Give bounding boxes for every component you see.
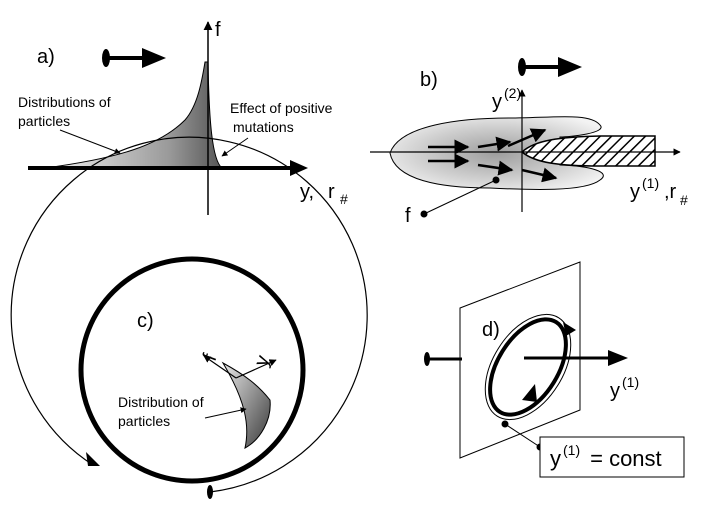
direction-arrowhead-b: [558, 57, 582, 77]
distribution-label-a-line1: Distributions of: [18, 94, 111, 110]
effect-label-a-line1: Effect of positive: [230, 100, 333, 116]
axis-arrowhead-d: [608, 350, 628, 366]
hatched-region-b: [520, 135, 656, 167]
axis-vertical-sup-b: (2): [504, 85, 521, 101]
distribution-wedge-c: [221, 361, 271, 449]
f-leader-end-b: [420, 210, 428, 218]
const-box-d: [539, 436, 685, 478]
axis-f-label-a: f: [215, 19, 221, 41]
distribution-label-c-line1: Distribution of: [118, 394, 204, 410]
const-label-rest-d: = const: [584, 446, 662, 471]
ring-inner-d: [488, 317, 568, 417]
f-label-c: f: [199, 351, 222, 364]
panel-c-label: c): [137, 310, 154, 332]
const-label-sup-d: (1): [563, 442, 580, 458]
axis-horizontal-sub-b: #: [680, 192, 688, 208]
f-label-b: f: [405, 205, 411, 227]
panel-c: c) f y Distribution of particles: [10, 136, 368, 499]
axis-horizontal-label-r-b: ,r: [664, 181, 677, 203]
axis-horizontal-sup-b: (1): [642, 175, 659, 191]
axis-x-label-sub-a: #: [340, 191, 348, 207]
panel-b-label: b): [420, 69, 438, 91]
axis-y-arrowhead-a: [290, 160, 308, 176]
ring-arrowhead-top-d: [563, 322, 576, 336]
effect-pointer-a: [221, 137, 249, 157]
axis-x-label-a: y,: [300, 181, 314, 203]
distribution-label-a-line2: particles: [18, 113, 70, 129]
axis-y-c: [235, 359, 277, 379]
effect-label-a-line2: mutations: [233, 119, 294, 135]
axis-f-c: [203, 355, 237, 379]
direction-arrowhead-a: [142, 48, 166, 68]
panel-d: d) y (1) y (1) = const: [424, 261, 685, 478]
rotation-tail-c: [207, 485, 213, 499]
main-circle-c: [78, 256, 306, 484]
distribution-pointer-c: [204, 407, 247, 419]
panel-a: a) f y, r # Distributions of particles E…: [18, 19, 348, 215]
panel-b: b) y (2) y (1) ,r # f: [370, 57, 688, 227]
axis-sup-d: (1): [622, 374, 639, 390]
rotation-ring-c: [10, 136, 368, 493]
ring-outer-d: [484, 313, 572, 421]
ring-arrowhead-bottom-d: [522, 384, 537, 402]
const-leader-d: [504, 423, 541, 448]
const-label-y-d: y: [550, 446, 561, 471]
panel-d-label: d): [482, 319, 500, 341]
axis-label-d: y: [610, 380, 620, 402]
y-label-c: y: [250, 353, 274, 370]
distribution-pointer-a: [59, 129, 121, 154]
flow-arrows-b: [428, 128, 558, 183]
panel-a-label: a): [37, 46, 55, 68]
axis-x-label-r-a: r: [328, 181, 335, 203]
f-leader-b: [423, 179, 497, 215]
distribution-curve-a: [44, 61, 224, 169]
axis-vertical-label-b: y: [492, 91, 502, 113]
axis-horizontal-label-b: y: [630, 181, 640, 203]
distribution-label-c-line2: particles: [118, 413, 170, 429]
rotation-arrowhead-c: [86, 452, 100, 466]
